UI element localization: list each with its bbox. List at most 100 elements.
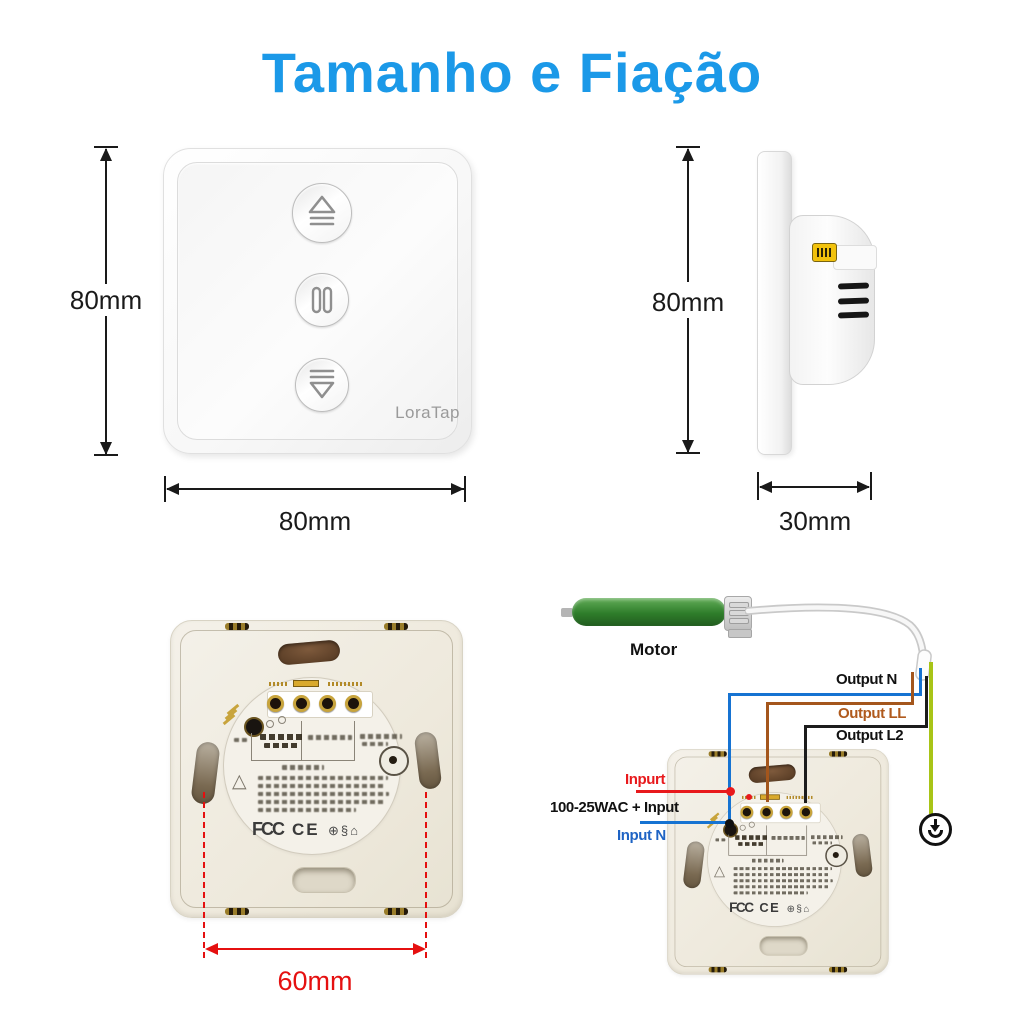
dim-cap xyxy=(464,476,466,502)
mount-screw xyxy=(384,908,408,915)
terminal xyxy=(267,695,284,712)
dim-cap xyxy=(676,452,700,454)
front-height-arrow xyxy=(105,149,107,284)
front-width-arrow xyxy=(167,488,464,490)
micro-text xyxy=(258,776,388,780)
micro-text xyxy=(751,858,784,863)
print-mark xyxy=(739,824,746,831)
motor-shaft-pin xyxy=(561,608,573,617)
micro-text xyxy=(258,792,389,796)
arrowhead-left-icon xyxy=(205,943,218,955)
arrowhead-left-icon xyxy=(759,481,772,493)
wiring-switch-back-view: △ FCC CE ⊕§⌂ xyxy=(667,749,889,975)
mount-screw xyxy=(225,908,249,915)
micro-text xyxy=(258,800,385,804)
micro-text xyxy=(360,734,402,739)
arrowhead-down-icon xyxy=(100,442,112,455)
vent-slot xyxy=(837,297,870,305)
print-mark xyxy=(266,720,274,728)
micro-text xyxy=(733,879,833,883)
motor-bracket xyxy=(728,629,752,638)
mounting-slot-bottom xyxy=(292,867,356,893)
dim-cap xyxy=(164,476,166,502)
brand-label: LoraTap xyxy=(395,403,460,422)
micro-text xyxy=(234,738,247,742)
dim-cap xyxy=(94,146,118,148)
curtain-up-icon xyxy=(308,195,336,226)
mount-distance-guide-left xyxy=(203,792,205,958)
side-view-faceplate xyxy=(757,151,792,455)
micro-text xyxy=(264,743,298,748)
terminal xyxy=(293,695,310,712)
terminal xyxy=(779,805,793,819)
wire-output-ll xyxy=(768,702,914,705)
dim-cap xyxy=(870,472,872,500)
input-n-label: Input N xyxy=(617,827,666,844)
micro-text xyxy=(771,836,805,840)
curtain-down-button[interactable] xyxy=(295,358,349,412)
side-height-label: 80mm xyxy=(651,287,725,317)
reset-button xyxy=(825,844,848,868)
micro-text xyxy=(308,735,352,740)
fcc-mark: FCC xyxy=(252,819,285,839)
vent-slot xyxy=(837,282,870,290)
micro-text xyxy=(258,784,384,788)
mount-distance-guide-right xyxy=(425,792,427,958)
wire-input-n xyxy=(640,821,730,824)
arrowhead-right-icon xyxy=(451,483,464,495)
certification-icons: ⊕§⌂ xyxy=(328,823,360,838)
micro-text xyxy=(282,765,324,770)
ce-mark: CE xyxy=(292,820,320,839)
micro-text xyxy=(733,885,830,889)
back-view-frame xyxy=(674,756,882,968)
certification-icons: ⊕§⌂ xyxy=(786,902,811,915)
arrowhead-right-icon xyxy=(857,481,870,493)
terminal-marking xyxy=(293,680,319,687)
micro-text xyxy=(812,841,833,845)
pause-button[interactable] xyxy=(295,273,349,327)
arrowhead-up-icon xyxy=(100,148,112,161)
terminal-marking xyxy=(786,795,814,799)
micro-text xyxy=(715,838,726,842)
mount-screw xyxy=(384,623,408,630)
input-terminal xyxy=(244,717,264,737)
mount-screw xyxy=(828,967,848,973)
wire-output-n xyxy=(728,694,731,825)
motor-body xyxy=(572,598,726,626)
page-title: Tamanho e Fiação xyxy=(261,41,763,104)
dim-cap xyxy=(94,454,118,456)
side-height-arrow xyxy=(687,149,689,282)
curtain-down-icon xyxy=(309,369,335,399)
print-line xyxy=(251,733,252,760)
terminal-marking xyxy=(760,794,780,800)
mount-distance-label: 60mm xyxy=(277,966,353,996)
arrowhead-down-icon xyxy=(682,440,694,453)
back-view-frame xyxy=(180,630,453,908)
terminal xyxy=(799,805,813,819)
vent-slot xyxy=(837,311,870,319)
wire-terminal-dot xyxy=(725,819,734,828)
wire-output-l2 xyxy=(925,676,928,727)
wire-input-live xyxy=(636,790,731,793)
print-line xyxy=(728,834,730,855)
print-mark xyxy=(278,716,286,724)
wire-ground xyxy=(929,662,933,814)
micro-text xyxy=(260,734,304,740)
dim-cap xyxy=(676,146,700,148)
output-l2-label: Output L2 xyxy=(836,727,904,744)
print-line xyxy=(806,825,808,855)
print-line xyxy=(354,721,355,760)
input-live-label: Inpurt xyxy=(625,771,666,788)
mount-screw xyxy=(708,967,727,973)
micro-text xyxy=(362,742,388,746)
ce-mark: CE xyxy=(759,900,781,915)
curtain-up-button[interactable] xyxy=(292,183,352,243)
side-height-arrow xyxy=(687,318,689,452)
wiring-switch: △ FCC CE ⊕§⌂ xyxy=(667,749,889,975)
terminal xyxy=(345,695,362,712)
warning-triangle-icon: △ xyxy=(232,771,247,792)
mount-screw xyxy=(708,751,727,757)
arrowhead-up-icon xyxy=(682,148,694,161)
mount-distance-arrow xyxy=(216,948,414,950)
